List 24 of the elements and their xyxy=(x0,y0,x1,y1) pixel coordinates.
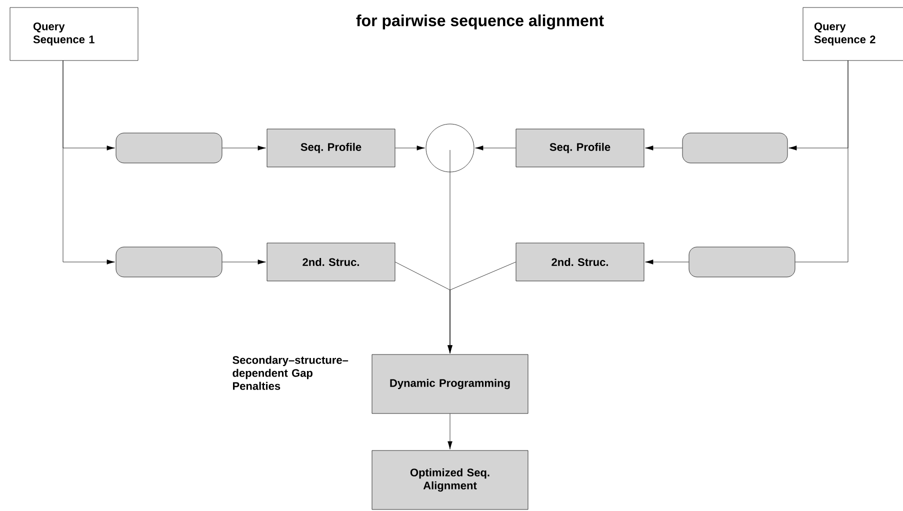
process-box: 2nd. Struc. xyxy=(516,242,644,282)
process-box: Optimized Seq. Alignment xyxy=(372,450,528,510)
process-box: Dynamic Programming xyxy=(372,354,528,414)
process-box: 2nd. Struc. xyxy=(266,242,396,282)
tool-box xyxy=(682,132,788,164)
arrow xyxy=(62,60,115,264)
arrow xyxy=(395,146,425,150)
tool-box xyxy=(116,246,222,278)
tool-box xyxy=(116,132,222,164)
arrow xyxy=(448,262,516,354)
process-box: Query Sequence 1 xyxy=(10,7,138,61)
process-box: Query Sequence 2 xyxy=(802,7,903,61)
arrow xyxy=(645,146,682,150)
arrow xyxy=(475,146,516,150)
arrow xyxy=(645,260,689,264)
process-box: Seq. Profile xyxy=(516,128,644,168)
title: for pairwise sequence alignment xyxy=(356,14,604,30)
junction-circle xyxy=(426,124,474,172)
arrow xyxy=(448,414,452,450)
arrow xyxy=(222,260,266,264)
process-box: Seq. Profile xyxy=(266,128,396,168)
arrow xyxy=(222,146,266,150)
tool-box xyxy=(688,246,796,278)
side-note: Secondary–structure–dependent Gap Penalties xyxy=(232,356,348,390)
